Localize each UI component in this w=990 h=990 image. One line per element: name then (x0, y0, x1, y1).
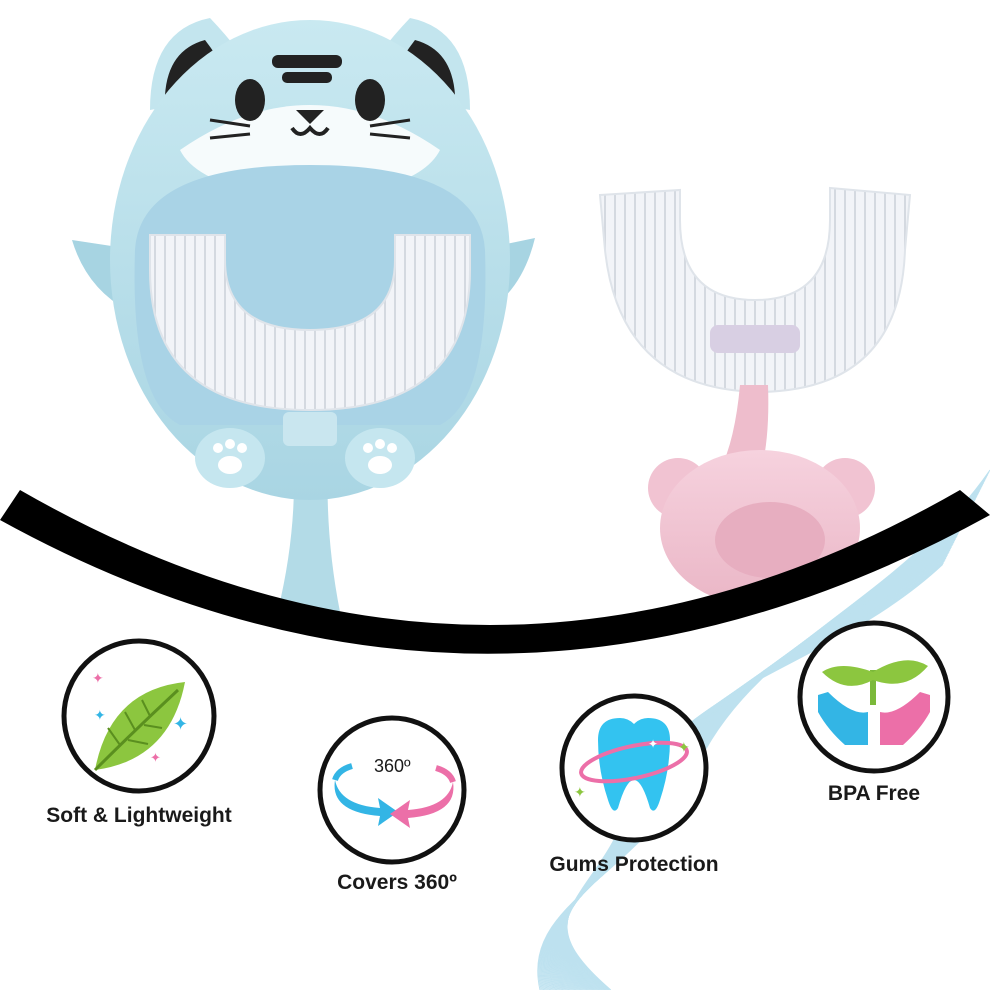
rotation-badge: 360º (374, 756, 411, 776)
feature-label-soft: Soft & Lightweight (46, 804, 232, 827)
feature-label-360: Covers 360º (337, 871, 457, 894)
feature-label-gums: Gums Protection (549, 853, 719, 876)
sprout-hands-icon (818, 660, 930, 745)
tiger-toothbrush (72, 18, 535, 612)
tooth-icon: ✦ ✦ ✦ (574, 718, 690, 811)
svg-text:✦: ✦ (173, 714, 188, 735)
smile-band (0, 490, 990, 654)
feature-soft-lightweight: ✦ ✦ ✦ ✦ (61, 638, 217, 794)
svg-text:✦: ✦ (678, 740, 690, 756)
feature-label-bpa: BPA Free (827, 782, 921, 805)
svg-text:✦: ✦ (648, 737, 658, 751)
leaf-icon: ✦ ✦ ✦ ✦ (92, 671, 188, 772)
svg-text:✦: ✦ (94, 708, 106, 724)
feature-bpa-free (797, 620, 951, 774)
svg-text:✦: ✦ (92, 671, 104, 687)
svg-text:✦: ✦ (150, 751, 161, 766)
feature-gums-protection: ✦ ✦ ✦ (559, 693, 709, 843)
rotation-arrows-icon (332, 763, 456, 828)
feature-covers-360 (317, 715, 467, 865)
svg-text:✦: ✦ (574, 785, 586, 801)
